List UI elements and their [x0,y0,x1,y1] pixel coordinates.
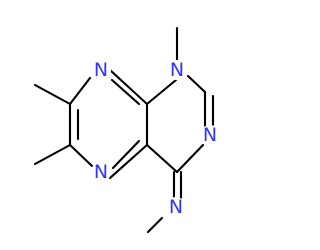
bond-nexo-methyl [146,216,164,234]
bond-c6-methyl [33,143,72,166]
atom-n1: N [170,59,184,81]
bond-n5-c4a-outer [108,143,149,180]
bond-n5-c4a-inner [111,139,141,170]
atom-n3: N [203,124,217,146]
bond-n8-c8a [108,68,149,106]
bond-c7-methyl [33,83,72,106]
bond-c7-n8 [68,76,92,106]
atom-n5: N [94,161,108,183]
bond-n1-c2 [186,74,207,94]
atom-labels: N N N N N [91,59,220,218]
bond-c6-n5 [68,143,94,168]
bond-c4-c4a [145,143,179,174]
bond-n8-c8a-inner [110,78,141,106]
molecule-structure: N N N N N [33,26,220,234]
bond-c8a-n1 [145,78,178,106]
atom-n8: N [94,59,108,81]
atom-n-exocyclic: N [169,196,183,218]
double-bonds [76,78,215,200]
bond-n3-c4 [175,143,205,174]
single-bonds [33,26,207,234]
